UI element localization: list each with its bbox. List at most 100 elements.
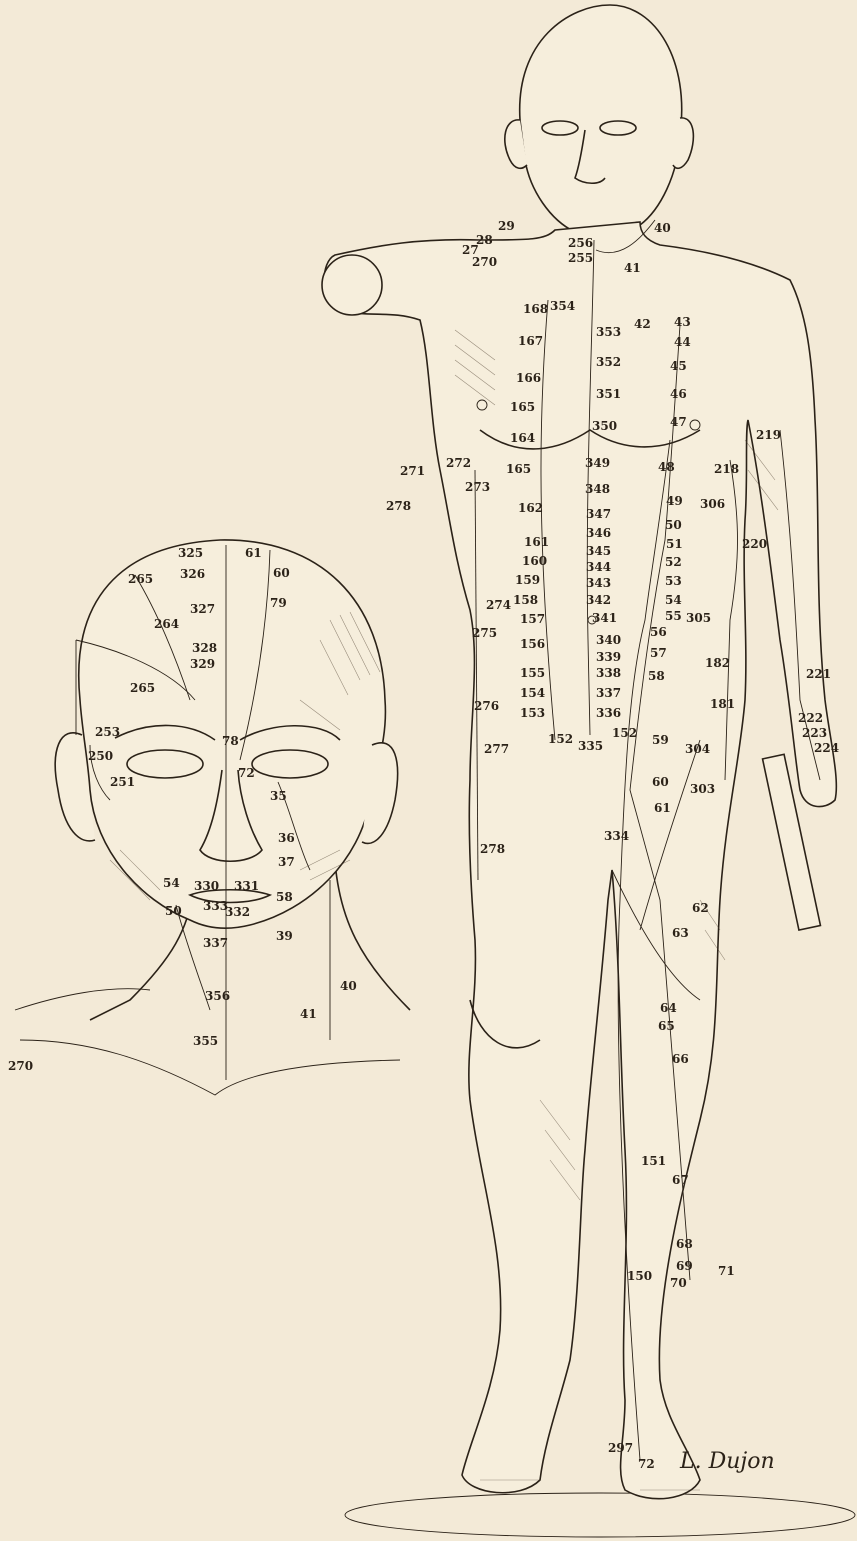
body-label-64: 58 <box>648 669 665 683</box>
head-label-15: 72 <box>238 766 255 780</box>
body-label-81: 221 <box>806 667 831 681</box>
body-label-22: 164 <box>510 431 535 445</box>
head-label-19: 58 <box>276 890 293 904</box>
body-label-20: 165 <box>510 400 535 414</box>
body-label-88: 62 <box>692 901 709 915</box>
body-label-84: 224 <box>814 741 839 755</box>
body-label-50: 342 <box>586 593 611 607</box>
body-label-10: 353 <box>596 325 621 339</box>
body-label-33: 49 <box>666 494 683 508</box>
body-label-7: 41 <box>624 261 641 275</box>
head-label-9: 329 <box>190 657 215 671</box>
body-label-76: 59 <box>652 733 669 747</box>
body-label-41: 51 <box>666 537 683 551</box>
head-label-5: 265 <box>128 572 153 586</box>
body-left-eye <box>542 121 578 135</box>
body-label-13: 44 <box>674 335 691 349</box>
body-label-6: 270 <box>472 255 497 269</box>
body-label-71: 336 <box>596 706 621 720</box>
head-label-2: 61 <box>245 546 262 560</box>
head-label-0: 325 <box>178 546 203 560</box>
head-label-12: 250 <box>88 749 113 763</box>
head-label-28: 40 <box>340 979 357 993</box>
head-label-21: 54 <box>163 876 180 890</box>
body-label-45: 52 <box>665 555 682 569</box>
head-label-29: 356 <box>205 989 230 1003</box>
head-label-13: 251 <box>110 775 135 789</box>
body-label-28: 218 <box>714 462 739 476</box>
body-label-23: 350 <box>592 419 617 433</box>
body-label-62: 57 <box>650 646 667 660</box>
body-label-37: 347 <box>586 507 611 521</box>
body-label-80: 303 <box>690 782 715 796</box>
body-label-16: 45 <box>670 359 687 373</box>
head-label-24: 50 <box>165 904 182 918</box>
body-label-79: 60 <box>652 775 669 789</box>
body-label-29: 271 <box>400 464 425 478</box>
body-label-98: 70 <box>670 1276 687 1290</box>
body-label-68: 154 <box>520 686 545 700</box>
head-label-8: 328 <box>192 641 217 655</box>
body-label-53: 55 <box>665 609 682 623</box>
body-label-67: 182 <box>705 656 730 670</box>
body-label-96: 69 <box>676 1259 693 1273</box>
body-label-93: 151 <box>641 1154 666 1168</box>
body-label-82: 222 <box>798 711 823 725</box>
head-label-30: 41 <box>300 1007 317 1021</box>
body-label-94: 67 <box>672 1173 689 1187</box>
body-label-0: 29 <box>498 219 515 233</box>
body-label-35: 278 <box>386 499 411 513</box>
left-eye <box>127 750 203 778</box>
body-label-100: 297 <box>608 1441 633 1455</box>
head-label-7: 327 <box>190 602 215 616</box>
body-label-44: 344 <box>586 560 611 574</box>
head-label-6: 264 <box>154 617 179 631</box>
body-label-48: 53 <box>665 574 682 588</box>
body-label-66: 337 <box>596 686 621 700</box>
head-label-27: 337 <box>203 936 228 950</box>
body-label-14: 167 <box>518 334 543 348</box>
head-label-18: 37 <box>278 855 295 869</box>
collarbone <box>20 1040 400 1095</box>
head-label-16: 35 <box>270 789 287 803</box>
head-label-31: 355 <box>193 1034 218 1048</box>
body-label-47: 343 <box>586 576 611 590</box>
body-label-85: 61 <box>654 801 671 815</box>
body-label-73: 152 <box>548 732 573 746</box>
body-label-86: 278 <box>480 842 505 856</box>
body-label-32: 348 <box>585 482 610 496</box>
body-label-60: 156 <box>520 637 545 651</box>
head-label-3: 60 <box>273 566 290 580</box>
body-label-19: 46 <box>670 387 687 401</box>
head-label-26: 332 <box>225 905 250 919</box>
body-label-12: 43 <box>674 315 691 329</box>
body-label-30: 272 <box>446 456 471 470</box>
body-head <box>520 5 682 238</box>
head-label-11: 253 <box>95 725 120 739</box>
body-label-69: 276 <box>474 699 499 713</box>
body-label-58: 340 <box>596 633 621 647</box>
body-label-101: 72 <box>638 1457 655 1471</box>
body-label-83: 223 <box>802 726 827 740</box>
body-label-25: 165 <box>506 462 531 476</box>
body-figure <box>322 5 855 1537</box>
body-label-74: 335 <box>578 739 603 753</box>
head-label-20: 39 <box>276 929 293 943</box>
head-label-32: 270 <box>8 1059 33 1073</box>
body-label-34: 306 <box>700 497 725 511</box>
body-label-61: 339 <box>596 650 621 664</box>
body-label-52: 341 <box>592 611 617 625</box>
body-label-27: 48 <box>658 460 675 474</box>
body-label-92: 66 <box>672 1052 689 1066</box>
body-label-87: 334 <box>604 829 629 843</box>
body-label-72: 181 <box>710 697 735 711</box>
head-label-10: 265 <box>130 681 155 695</box>
body-label-55: 274 <box>486 598 511 612</box>
engraver-signature: L. Dujon <box>679 1449 775 1474</box>
head-figure <box>15 540 410 1095</box>
body-label-38: 50 <box>665 518 682 532</box>
head-label-14: 78 <box>222 734 239 748</box>
body-label-24: 219 <box>756 428 781 442</box>
body-label-59: 56 <box>650 625 667 639</box>
body-label-40: 346 <box>586 526 611 540</box>
